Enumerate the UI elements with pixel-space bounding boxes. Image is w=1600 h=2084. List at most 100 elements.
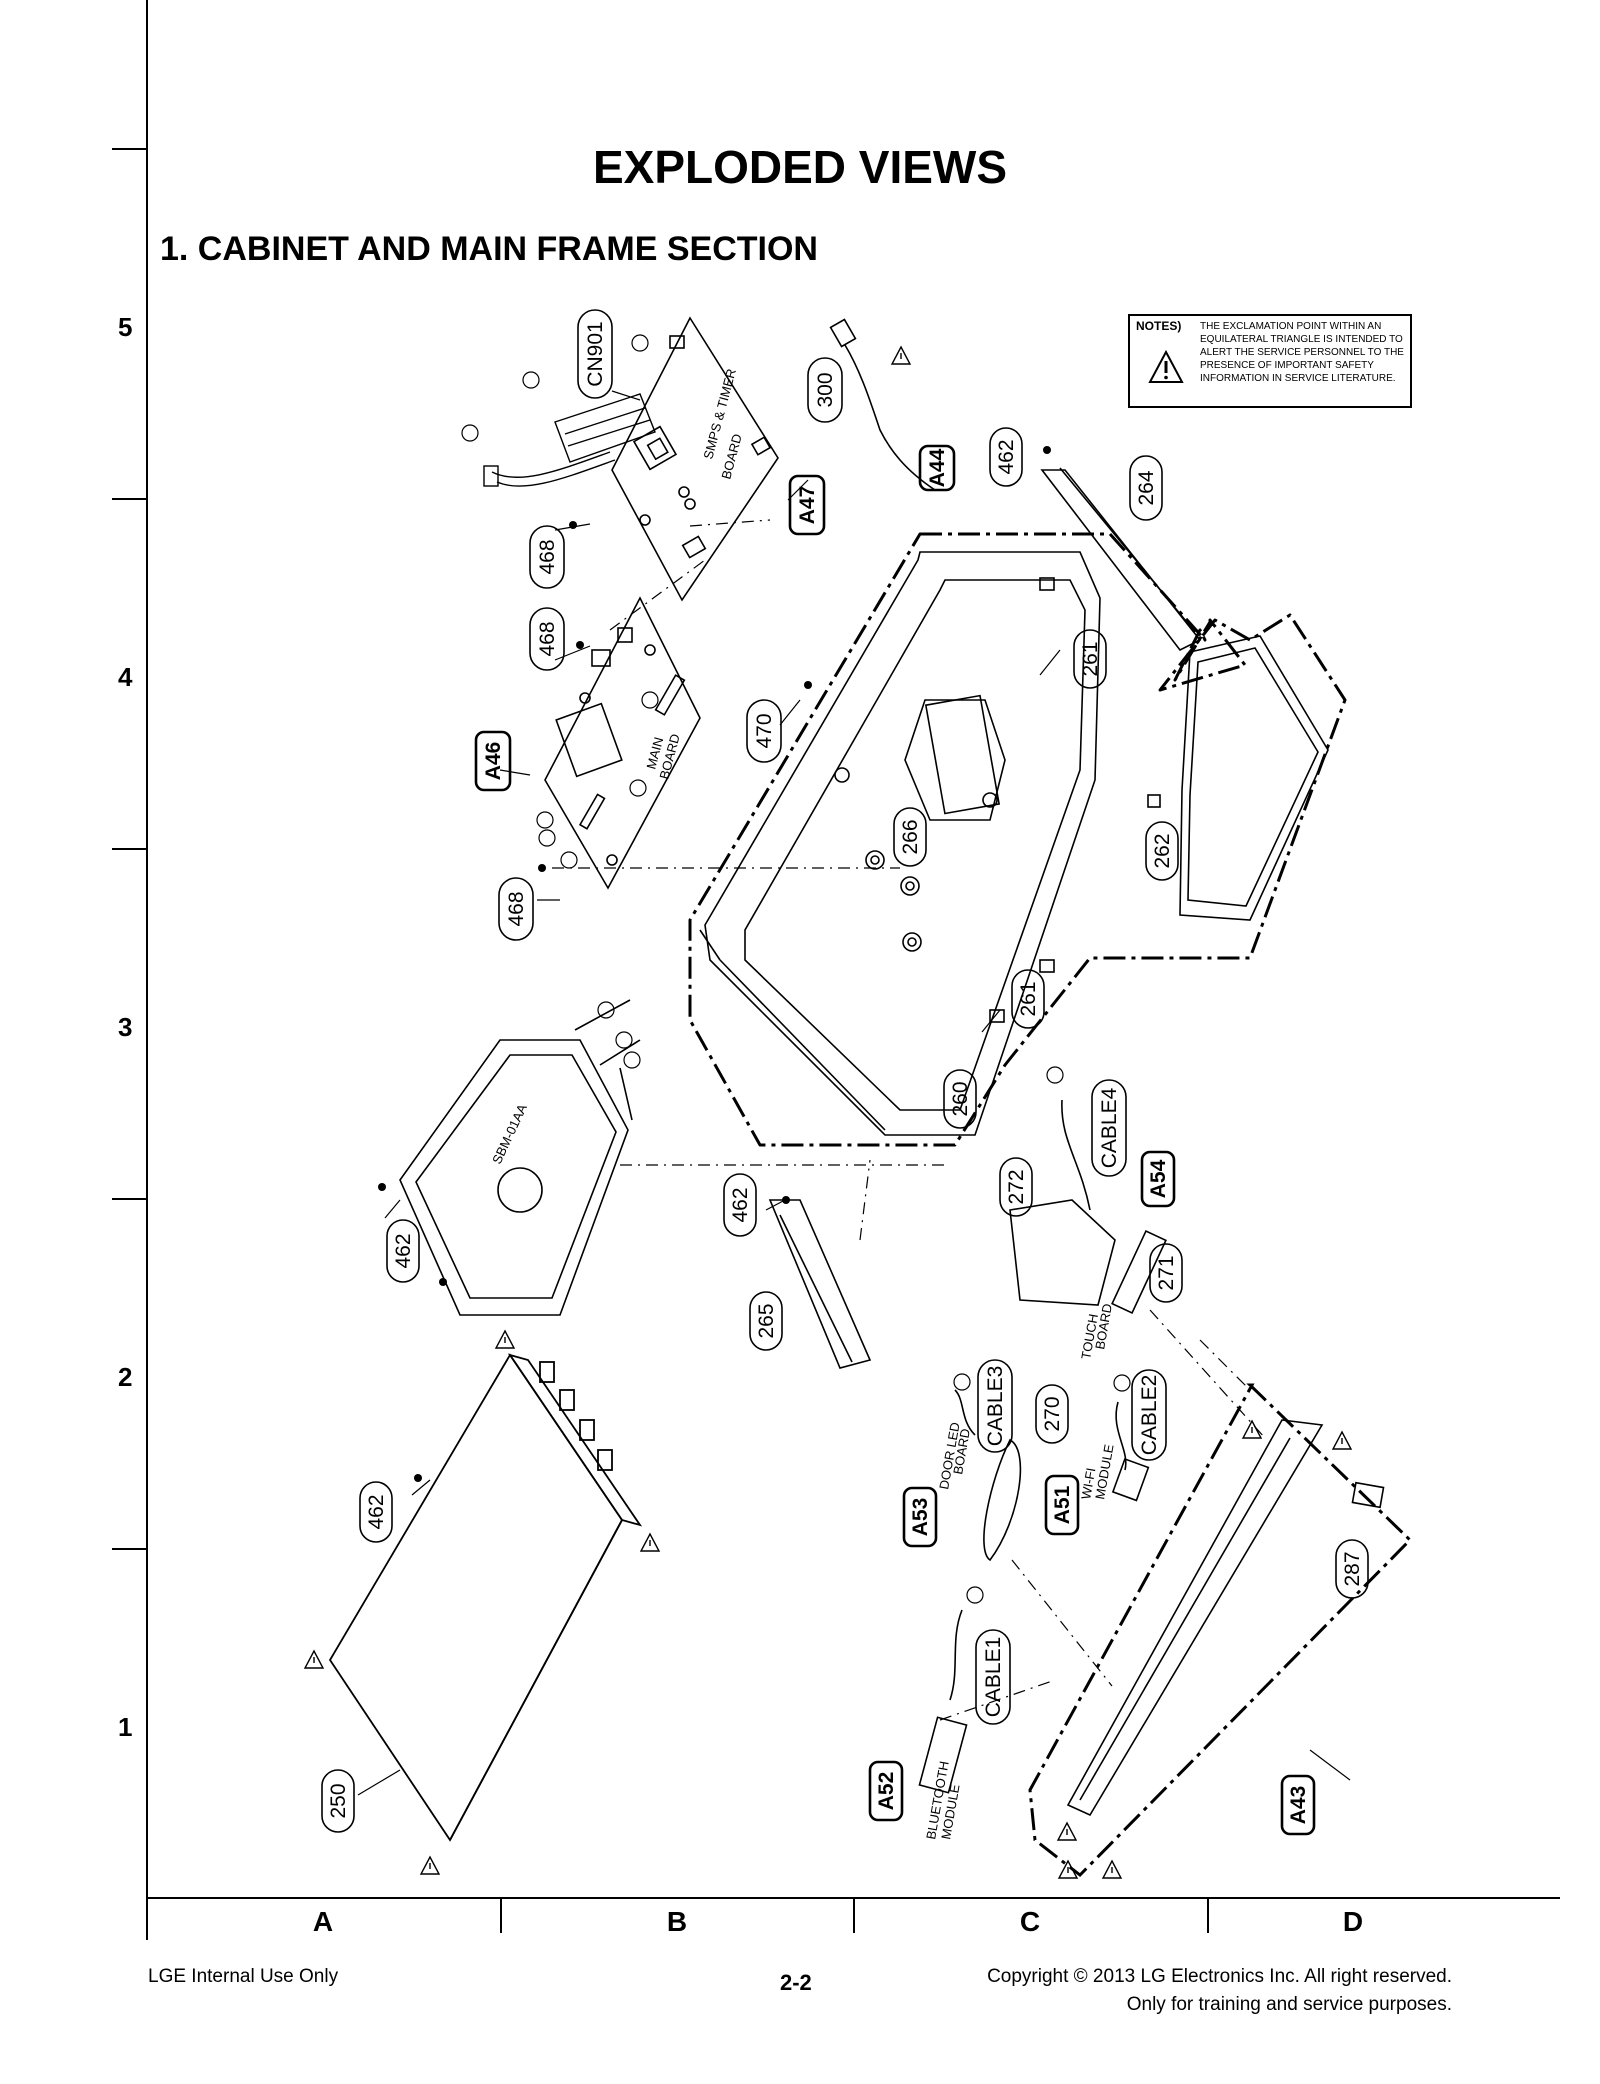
label-261-a: 261 [1079,641,1102,676]
label-a46: A46 [482,742,505,781]
footer-copyright: Copyright © 2013 LG Electronics Inc. All… [987,1966,1452,1987]
exploded-view-diagram: SMPS & TIMER BOARD MAIN BOARD SBM-01AA T… [304,309,1413,1879]
page-title: EXPLODED VIEWS [592,141,1008,193]
row-label-3: 3 [118,1012,133,1042]
footer-training-note: Only for training and service purposes. [1126,1994,1452,2015]
wifi-module [1111,1401,1150,1502]
column-label-c: C [1019,1906,1041,1937]
column-label-d: D [1342,1906,1364,1937]
label-a53: A53 [909,1498,932,1537]
label-266: 266 [899,819,922,854]
connector-markers [461,334,1131,1604]
bluetooth-module [918,1609,968,1794]
warning-triangle-icon [891,346,911,365]
warning-triangle-icon [420,1856,440,1875]
label-cn901: CN901 [584,321,607,386]
row-label-4: 4 [118,662,133,692]
wifi-text: WI-FI [1078,1467,1098,1501]
column-label-a: A [312,1906,334,1937]
label-cable2: CABLE2 [1138,1375,1161,1456]
label-271: 271 [1155,1255,1178,1290]
label-a54: A54 [1147,1159,1170,1198]
column-tick [853,1897,855,1933]
label-300: 300 [814,372,837,407]
label-262: 262 [1151,833,1174,868]
label-272: 272 [1005,1169,1028,1204]
label-287: 287 [1341,1551,1364,1586]
label-462-b: 462 [392,1233,415,1268]
label-462-top: 462 [995,439,1018,474]
label-a47: A47 [796,486,819,525]
row-label-1: 1 [118,1712,133,1742]
chassis-frame [699,551,1161,1136]
row-tick [112,1198,148,1200]
row-tick [112,498,148,500]
warning-triangle-icon [1148,350,1184,383]
row-tick [112,848,148,850]
warning-triangle-icon [1242,1420,1262,1439]
label-cable4: CABLE4 [1098,1087,1121,1168]
column-tick [500,1897,502,1933]
left-border-line [146,0,148,1940]
smps-timer-board [611,316,779,602]
page-number: 2-2 [780,1970,812,1995]
a44-boundary [688,532,1347,1147]
row-tick [112,1548,148,1550]
label-250: 250 [327,1783,350,1818]
section-title: 1. CABINET AND MAIN FRAME SECTION [160,230,818,268]
row-tick [112,148,148,150]
label-a43: A43 [1287,1786,1310,1825]
label-a51: A51 [1051,1485,1074,1524]
bar-265 [768,1199,872,1369]
label-cable1: CABLE1 [982,1637,1005,1718]
safety-notes-box: NOTES) THE EXCLAMATION POINT WITHIN AN E… [1128,314,1412,408]
label-462-d: 462 [365,1494,388,1529]
label-a44: A44 [926,448,949,487]
warning-triangle-icon [495,1330,515,1349]
side-cover-264 [1040,467,1202,652]
label-cable3: CABLE3 [984,1366,1007,1447]
label-260: 260 [949,1081,972,1116]
main-board [544,596,701,890]
notes-text: THE EXCLAMATION POINT WITHIN AN EQUILATE… [1200,321,1404,384]
sbm-text: SBM-01AA [489,1101,530,1166]
ribbon-cable [483,393,656,487]
column-tick [1207,1897,1209,1933]
smps-board-text-2: BOARD [718,432,744,481]
front-cover-250 [328,1353,643,1842]
label-470: 470 [753,713,776,748]
door-led-board [954,1389,1022,1562]
label-468-c: 468 [505,891,528,926]
label-265: 265 [755,1303,778,1338]
bar-a43 [1066,1419,1385,1817]
plate-262 [1179,635,1329,921]
touch-board [1009,1099,1167,1314]
label-462-c: 462 [729,1187,752,1222]
warning-triangle-icon [640,1533,660,1552]
label-468-b: 468 [536,621,559,656]
footer-internal-use: LGE Internal Use Only [148,1966,339,1987]
sbm-tray [399,999,641,1316]
part-bubbles [321,309,1369,1836]
warning-triangle-icon [1057,1822,1077,1841]
warning-triangle-icon [1102,1860,1122,1879]
notes-heading: NOTES) [1136,319,1182,333]
column-label-b: B [666,1906,688,1937]
a43-boundary [1028,1383,1413,1878]
label-270: 270 [1041,1396,1064,1431]
row-label-5: 5 [118,312,133,342]
power-cord [829,318,936,491]
label-468-a: 468 [536,539,559,574]
label-261-b: 261 [1017,981,1040,1016]
warning-triangle-icon [1332,1431,1352,1450]
row-label-2: 2 [118,1362,133,1392]
board-texts: SMPS & TIMER BOARD MAIN BOARD SBM-01AA T… [489,367,1117,1840]
leader-lines [552,519,1266,1721]
label-leaders [357,390,1351,1796]
label-264: 264 [1135,470,1158,505]
touch-board-text-2: BOARD [1092,1302,1115,1350]
label-a52: A52 [875,1772,898,1811]
screw-dots [378,446,1051,1482]
warning-triangle-icon [304,1650,324,1669]
part-labels: CN901 300 A44 462 264 A47 468 468 470 26… [327,321,1364,1824]
